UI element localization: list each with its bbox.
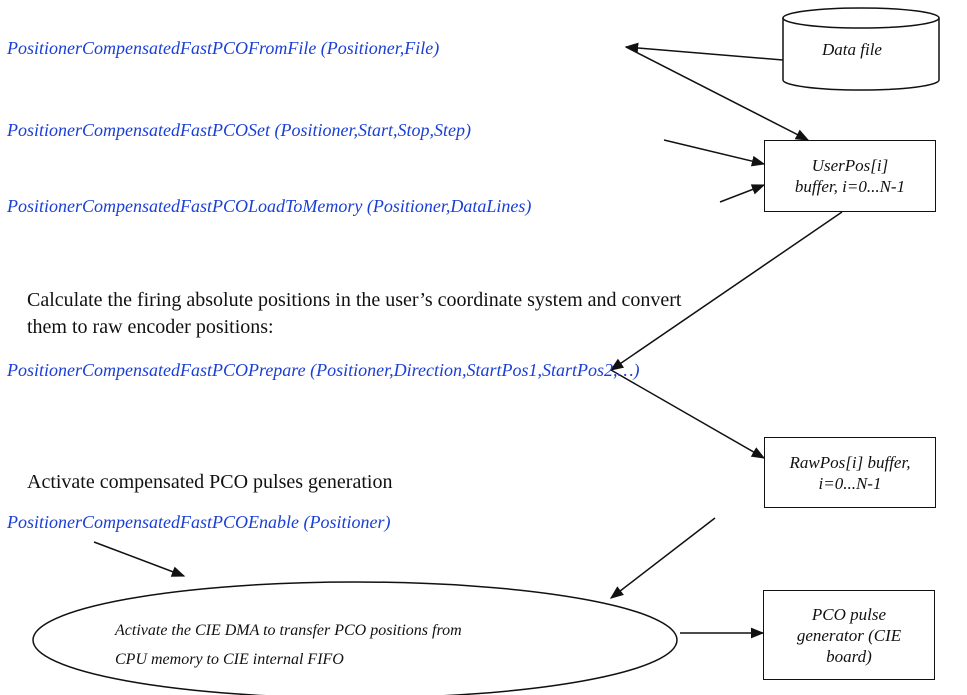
arrow-set-to-userpos bbox=[663, 139, 766, 167]
arrow-prepare-to-rawpos bbox=[610, 369, 766, 459]
rawpos-label-line1: RawPos[i] buffer, bbox=[789, 452, 911, 472]
dma-text-line2: CPU memory to CIE internal FIFO bbox=[115, 651, 344, 668]
activate-text: Activate compensated PCO pulses generati… bbox=[27, 471, 393, 493]
calculate-text-line1: Calculate the firing absolute positions … bbox=[27, 289, 682, 311]
data-file-cylinder bbox=[782, 7, 940, 91]
pco-label-line2: generator (CIE bbox=[796, 625, 902, 645]
function-enable: PositionerCompensatedFastPCOEnable (Posi… bbox=[7, 512, 391, 532]
function-set: PositionerCompensatedFastPCOSet (Positio… bbox=[7, 120, 471, 140]
data-file-label: Data file bbox=[822, 40, 882, 59]
pco-generator-box: PCO pulse generator (CIE board) bbox=[763, 590, 935, 680]
userpos-label-line2: buffer, i=0...N-1 bbox=[794, 177, 906, 196]
userpos-label-line1: UserPos[i] bbox=[811, 156, 889, 175]
rawpos-label-line2: i=0...N-1 bbox=[818, 473, 882, 493]
function-from-file: PositionerCompensatedFastPCOFromFile (Po… bbox=[7, 38, 440, 58]
arrow-rawpos-to-ellipse bbox=[609, 517, 716, 599]
pco-label-line3: board) bbox=[826, 646, 872, 666]
arrow-userpos-to-prepare bbox=[609, 211, 843, 371]
pco-label-line1: PCO pulse bbox=[811, 604, 887, 624]
calculate-text-line2: them to raw encoder positions: bbox=[27, 316, 274, 338]
function-prepare: PositionerCompensatedFastPCOPrepare (Pos… bbox=[7, 360, 640, 380]
arrow-load-to-userpos bbox=[719, 184, 766, 203]
arrow-enable-to-ellipse bbox=[93, 541, 186, 577]
userpos-buffer-box: UserPos[i] buffer, i=0...N-1 bbox=[764, 140, 936, 212]
dma-text-line1: Activate the CIE DMA to transfer PCO pos… bbox=[115, 622, 462, 639]
dma-ellipse bbox=[32, 581, 678, 695]
arrow-fromfile-to-userpos bbox=[625, 46, 810, 141]
rawpos-buffer-box: RawPos[i] buffer, i=0...N-1 bbox=[764, 437, 936, 508]
function-load-to-memory: PositionerCompensatedFastPCOLoadToMemory… bbox=[7, 196, 532, 216]
arrow-datafile-to-fromfile bbox=[624, 42, 784, 61]
